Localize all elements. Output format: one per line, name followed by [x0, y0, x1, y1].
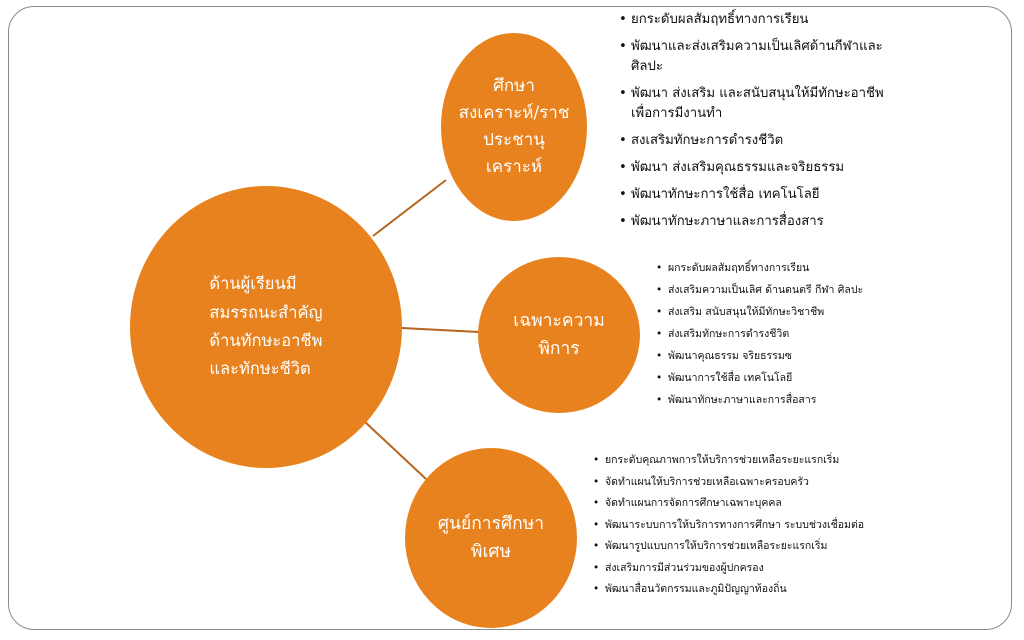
- bullet-list-welfare-education: ยกระดับผลสัมฤทธิ์ทางการเรียน พัฒนาและส่ง…: [619, 10, 889, 239]
- bullet-list-special-education-center: ยกระดับคุณภาพการให้บริการช่วยเหลือระยะแร…: [593, 453, 883, 604]
- branch-label: ศึกษา สงเคราะห์/ราช ประชานุ เคราะห์: [458, 75, 570, 178]
- connector-to-branch-2: [401, 327, 480, 333]
- list-item: พัฒนาทักษะการใช้สื่อ เทคโนโลยี: [619, 185, 889, 205]
- branch-circle-welfare-education: ศึกษา สงเคราะห์/ราช ประชานุ เคราะห์: [441, 33, 587, 221]
- list-item: ผกระดับผลสัมฤทธิ์ทางการเรียน: [656, 261, 916, 275]
- list-item: พัฒนาทักษะภาษาและการสื่อสาร: [656, 393, 916, 407]
- list-item: พัฒนาทักษะภาษาและการสื่องสาร: [619, 212, 889, 232]
- bullet-list-disability-specific: ผกระดับผลสัมฤทธิ์ทางการเรียน ส่งเสริมควา…: [656, 261, 916, 415]
- list-item: ส่งเสริมทักษะการดำรงชีวิต: [656, 327, 916, 341]
- list-item: พัฒนาระบบการให้บริการทางการศึกษา ระบบช่ว…: [593, 518, 883, 533]
- branch-circle-disability-specific: เฉพาะความ พิการ: [478, 257, 640, 413]
- list-item: พัฒนา ส่งเสริมคุณธรรมและจริยธรรม: [619, 158, 889, 178]
- branch-label: ศูนย์การศึกษา พิเศษ: [437, 514, 545, 562]
- center-label: ด้านผู้เรียนมี สมรรถนะสำคัญ ด้านทักษะอาช…: [209, 274, 323, 379]
- list-item: ส่งเสริมความเป็นเลิศ ด้านดนตรี กีฬา ศิลป…: [656, 283, 916, 297]
- list-item: สงเสริมทักษะการดำรงชีวิต: [619, 131, 889, 151]
- list-item: ยกระดับคุณภาพการให้บริการช่วยเหลือระยะแร…: [593, 453, 883, 468]
- list-item: จัดทำแผนให้บริการช่วยเหลือเฉพาะครอบครัว: [593, 475, 883, 490]
- branch-label: เฉพาะความ พิการ: [513, 311, 605, 359]
- connector-to-branch-1: [372, 179, 447, 237]
- list-item: พัฒนารูปแบบการให้บริการช่วยเหลือระยะแรกเ…: [593, 539, 883, 554]
- list-item: พัฒนาคุณธรรม จริยธรรมซ: [656, 349, 916, 363]
- center-circle: ด้านผู้เรียนมี สมรรถนะสำคัญ ด้านทักษะอาช…: [130, 186, 402, 468]
- list-item: พัฒนาสื่อนวัตกรรมและภูมิปัญญาท้องถิ่น: [593, 582, 883, 597]
- list-item: พัฒนาการใช้สื่อ เทคโนโลยี: [656, 371, 916, 385]
- list-item: จัดทำแผนการจัดการศึกษาเฉพาะบุคคล: [593, 496, 883, 511]
- list-item: พัฒนา ส่งเสริม และสนับสนุนให้มีทักษะอาชี…: [619, 84, 889, 124]
- list-item: ส่งเสริม สนับสนุนให้มีทักษะวิชาชีพ: [656, 305, 916, 319]
- branch-circle-special-education-center: ศูนย์การศึกษา พิเศษ: [405, 448, 577, 628]
- list-item: ส่งเสริมการมีส่วนร่วมของผู้ปกครอง: [593, 561, 883, 576]
- list-item: พัฒนาและส่งเสริมความเป็นเลิศด้านกีฬาและศ…: [619, 37, 889, 77]
- list-item: ยกระดับผลสัมฤทธิ์ทางการเรียน: [619, 10, 889, 30]
- connector-to-branch-3: [363, 420, 427, 480]
